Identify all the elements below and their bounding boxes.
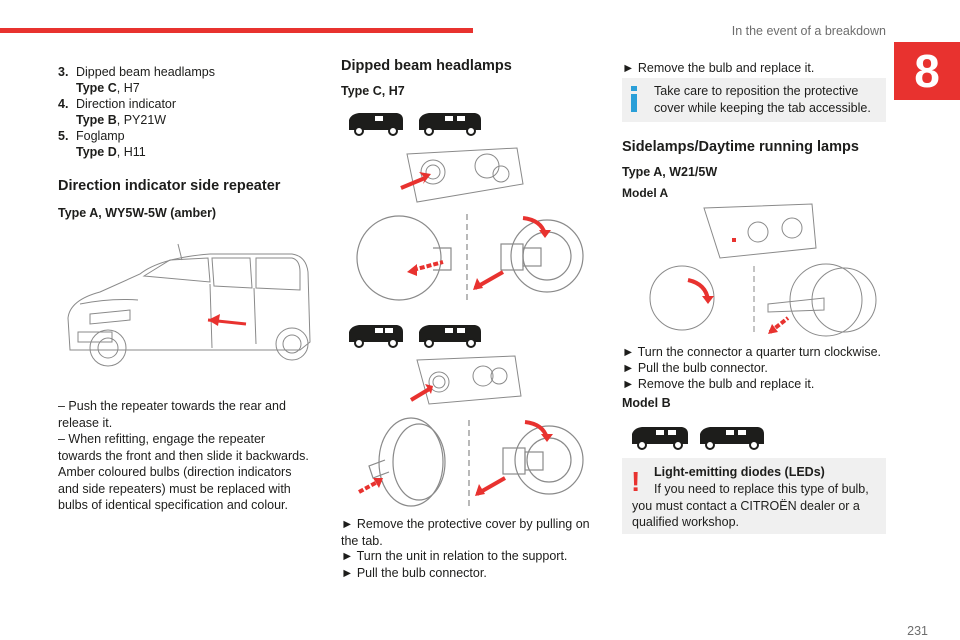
warning-icon: ! (631, 466, 641, 497)
header-red-bar (0, 28, 473, 33)
model-label: Model A (622, 186, 669, 200)
section-title: In the event of a breakdown (731, 24, 886, 38)
chapter-number-badge: 8 (894, 42, 960, 100)
list-item: 4.Direction indicator Type B, PY21W (58, 97, 177, 127)
van-side-repeater-illustration (67, 243, 311, 367)
instruction-step: ► Pull the bulb connector. (341, 566, 487, 580)
bulb-type-heading: Type A, WY5W-5W (amber) (58, 206, 217, 220)
warning-note: ! Light-emitting diodes (LEDs) If you ne… (622, 458, 886, 534)
instruction-step: ► Remove the bulb and replace it. (622, 377, 815, 391)
warning-text: If you need to replace this type of bulb… (632, 482, 869, 529)
instruction-step: ► Turn the connector a quarter turn cloc… (622, 345, 882, 359)
section-heading: Sidelamps/Daytime running lamps (622, 139, 859, 155)
van-icon (632, 427, 764, 450)
instruction-step: ► Remove the bulb and replace it. (622, 61, 815, 75)
instruction-step: ► Pull the bulb connector. (622, 361, 768, 375)
info-note-text: Take care to reposition the protective c… (654, 84, 871, 115)
instruction-step: ► Turn the unit in relation to the suppo… (341, 549, 568, 563)
bulb-removal-illustration (356, 214, 584, 302)
list-item: 3.Dipped beam headlamps Type C, H7 (58, 65, 215, 95)
van-icon (349, 113, 481, 136)
warning-title: Light-emitting diodes (LEDs) (654, 465, 825, 479)
instruction-paragraph: – Push the repeater towards the rear and… (58, 399, 286, 430)
list-item: 5.Foglamp Type D, H11 (58, 129, 146, 159)
section-heading: Dipped beam headlamps (341, 58, 512, 74)
bulb-type-heading: Type C, H7 (341, 84, 405, 98)
headlamp-unit-illustration (400, 147, 524, 203)
instruction-paragraph: Amber coloured bulbs (direction indicato… (58, 465, 292, 512)
page-number: 231 (907, 624, 928, 638)
bulb-type-heading: Type A, W21/5W (622, 165, 718, 179)
headlamp-unit-illustration (409, 355, 522, 405)
info-note: Take care to reposition the protective c… (622, 78, 886, 122)
sidelamp-illustration (649, 203, 877, 337)
instruction-step: ► Remove the protective cover by pulling… (341, 517, 590, 548)
section-heading: Direction indicator side repeater (58, 178, 281, 194)
bulb-removal-illustration (358, 417, 584, 507)
info-icon (631, 86, 637, 112)
model-label: Model B (622, 396, 671, 410)
instruction-paragraph: – When refitting, engage the repeater to… (58, 432, 309, 463)
van-icon (349, 325, 481, 348)
